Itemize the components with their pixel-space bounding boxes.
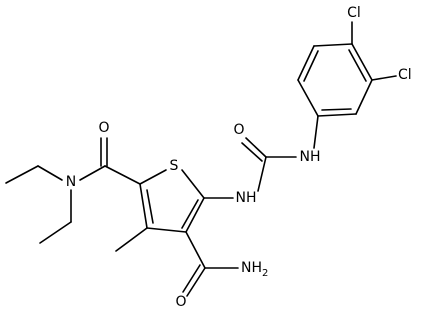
bond-ar4-ar5-b: [348, 49, 367, 82]
bond-ar6-ar1-a: [317, 113, 357, 117]
bond-ar2-ar3-a: [297, 45, 315, 81]
atom-labels: O N S NH O NH Cl Cl O NH2: [66, 5, 412, 310]
atom-cl-top: Cl: [347, 5, 361, 21]
atom-nh-aryl: NH: [300, 149, 321, 165]
bond-c4-c5-b: [146, 189, 154, 224]
bond-c5-s: [139, 169, 167, 185]
bond-ar1-ar2: [297, 79, 319, 117]
bond-amide-o-b: [182, 264, 201, 293]
nh2-subscript: 2: [262, 268, 268, 279]
bond-lines: [5, 21, 397, 297]
atom-o-urea: O: [233, 122, 244, 138]
bond-c3-c4: [146, 227, 187, 233]
bond-c4-c5-a: [139, 183, 148, 229]
bond-c2-c3-b: [181, 199, 199, 229]
bond-ar2-ar3-b: [303, 50, 319, 82]
bond-urea-o-a: [245, 137, 267, 158]
bond-carbonyl-n: [79, 165, 106, 181]
bond-ar5-ar6: [355, 79, 373, 115]
bond-ethyl1-ch3: [5, 165, 39, 184]
bond-ar5-cl: [371, 75, 397, 81]
atom-s-thiophene: S: [170, 158, 179, 174]
atom-nh2-amide: NH2: [241, 260, 268, 279]
bond-ar4-ar5-a: [351, 43, 373, 81]
bond-nh-urea-c: [257, 156, 267, 192]
bond-ar3-ar4: [313, 43, 353, 47]
bond-nh-aryl: [313, 115, 319, 149]
atom-nh-thiophene: NH: [236, 190, 257, 206]
bond-ethyl2-ch3: [39, 221, 72, 244]
bond-c4-methyl: [115, 227, 148, 252]
bond-c5-carbonyl: [104, 165, 141, 185]
atom-o-amide-left: O: [98, 120, 109, 136]
bond-c2-c3-a: [185, 197, 205, 233]
bond-urea-o-b: [241, 142, 263, 162]
nh2-main: NH: [241, 260, 262, 276]
bond-c3-amide: [185, 231, 206, 269]
bond-ar6-ar1-b: [321, 108, 352, 111]
atom-n-diethyl: N: [66, 174, 76, 190]
atom-o-amide-bottom: O: [175, 294, 186, 310]
bond-amide-o-a: [186, 267, 206, 297]
bond-s-c2: [181, 169, 205, 199]
atom-cl-right: Cl: [398, 67, 412, 83]
bond-n-ethyl1: [37, 165, 63, 181]
